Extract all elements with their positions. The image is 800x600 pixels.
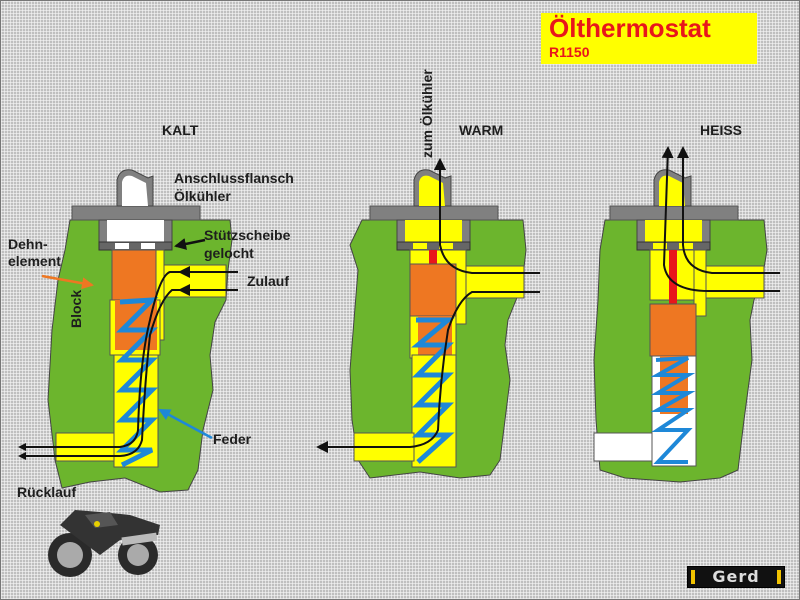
heiss-pin bbox=[669, 250, 677, 304]
stuetzscheibe-pointer bbox=[174, 238, 206, 250]
heiss-zulauf-channel bbox=[705, 265, 765, 299]
heiss-flange-plate bbox=[609, 205, 739, 221]
heiss-stuetzscheibe bbox=[636, 241, 711, 251]
heiss-spring bbox=[650, 356, 696, 464]
label-anschlussflansch: Anschlussflansch bbox=[174, 170, 294, 186]
warm-flange-plate bbox=[369, 205, 499, 221]
gerd-logo: Gerd bbox=[687, 566, 785, 588]
logo-bar-left bbox=[691, 570, 695, 584]
heiss-ruecklauf-channel bbox=[593, 432, 653, 462]
feder-pointer bbox=[158, 408, 213, 440]
model-label: R1150 bbox=[549, 44, 590, 60]
kalt-dehnelement bbox=[111, 249, 157, 301]
kalt-spring bbox=[115, 297, 159, 468]
kalt-flange-plate bbox=[71, 205, 201, 221]
motorcycle-image bbox=[48, 510, 160, 577]
kalt-thermostat bbox=[18, 169, 238, 493]
heiss-dehnelement bbox=[649, 303, 697, 357]
warm-pin bbox=[429, 250, 437, 264]
warm-zulauf-channel bbox=[465, 265, 525, 299]
warm-dehnelement bbox=[409, 263, 457, 317]
logo-text: Gerd bbox=[712, 567, 760, 586]
label-dehn: Dehn- bbox=[8, 236, 48, 252]
state-label-kalt: KALT bbox=[162, 122, 199, 138]
label-ruecklauf: Rücklauf bbox=[17, 484, 77, 500]
label-zulauf: Zulauf bbox=[247, 273, 289, 289]
title-box: Ölthermostat R1150 bbox=[541, 13, 757, 64]
kalt-zulauf-channel bbox=[163, 264, 227, 298]
label-stuetzscheibe: Stützscheibe bbox=[204, 227, 291, 243]
diagram-title: Ölthermostat bbox=[549, 13, 711, 43]
state-label-warm: WARM bbox=[459, 122, 504, 138]
kalt-stuetzscheibe bbox=[98, 241, 173, 251]
warm-stuetzscheibe bbox=[396, 241, 471, 251]
heiss-thermostat bbox=[593, 146, 780, 483]
label-feder: Feder bbox=[213, 431, 252, 447]
label-zum-oelkuehler: zum Ölkühler bbox=[419, 69, 435, 158]
dehnelement-pointer bbox=[41, 274, 94, 290]
state-label-heiss: HEISS bbox=[700, 122, 743, 138]
warm-thermostat bbox=[316, 158, 540, 479]
label-block: Block bbox=[68, 289, 84, 328]
label-element: element bbox=[8, 253, 61, 269]
label-oelkuehler: Ölkühler bbox=[174, 188, 231, 204]
warm-spring bbox=[411, 317, 455, 464]
label-gelocht: gelocht bbox=[204, 245, 254, 261]
logo-bar-right bbox=[777, 570, 781, 584]
